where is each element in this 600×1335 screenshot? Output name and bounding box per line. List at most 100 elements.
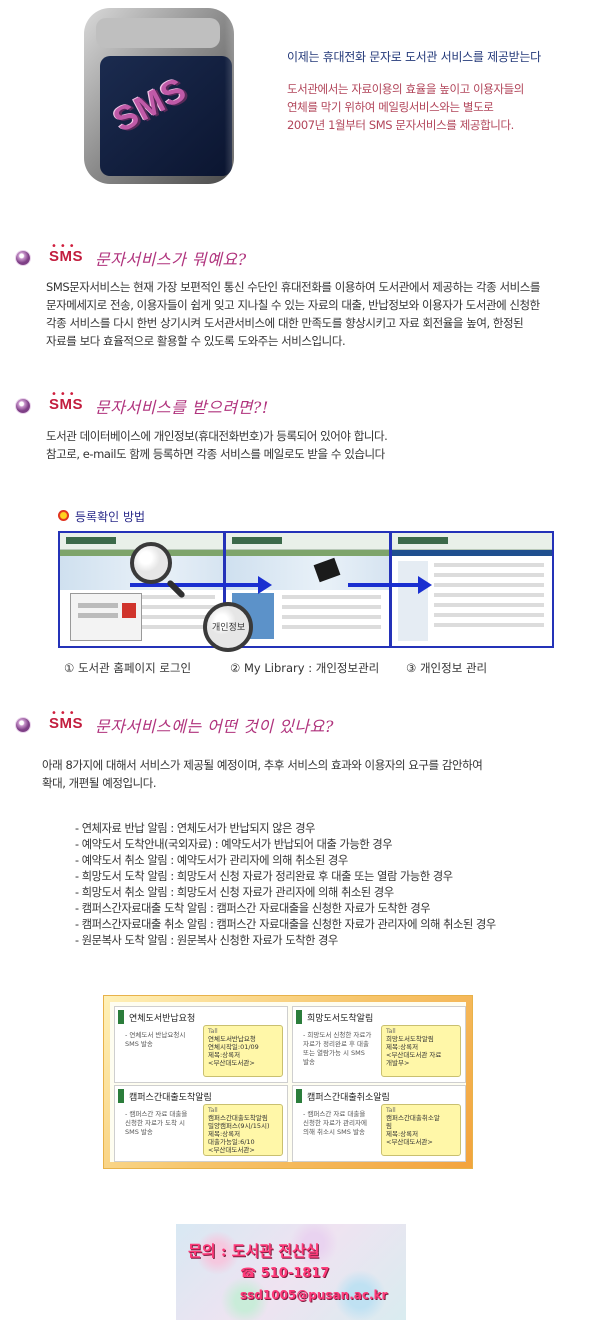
message-line: 연체시작일:01/09 — [208, 1043, 259, 1051]
notice-card: 연체도서반납요청 - 연체도서 반납요청시 SMS 발송 Tall 연체도서반납… — [114, 1006, 288, 1083]
message-line: 개발부> — [386, 1059, 410, 1067]
step-caption: ② My Library : 개인정보관리 — [230, 661, 380, 675]
step-caption: ③ 개인정보 관리 — [406, 661, 488, 675]
sms-dots-icon: ••• — [51, 241, 78, 252]
signal-icon: Tall — [208, 1107, 218, 1114]
arrow-line — [130, 583, 260, 587]
phone-message-screen: Tall 캠퍼스간대출취소알 림 제목:상록저 <부산대도서관> — [381, 1104, 461, 1156]
section-heading-text: 문자서비스에는 어떤 것이 있나요? — [95, 717, 334, 736]
list-item: - 희망도서 도착 알림 : 희망도서 신청 자료가 정리완료 후 대출 또는 … — [75, 870, 453, 883]
section-heading-what: ••• SMS 문자서비스가 뭐예요? — [16, 241, 416, 274]
bullet-icon — [16, 399, 30, 413]
message-line: 대출가능일:6/10 — [208, 1138, 255, 1146]
list-item: - 캠퍼스간자료대출 도착 알림 : 캠퍼스간 자료대출을 신청한 자료가 도착… — [75, 902, 431, 915]
list-item: - 연체자료 반납 알림 : 연체도서가 반납되지 않은 경우 — [75, 822, 315, 835]
bullet-icon — [16, 251, 30, 265]
hero-title: 이제는 휴대전화 문자로 도서관 서비스를 제공받는다 — [287, 50, 541, 64]
message-line: 캠퍼스간대출취소알 — [386, 1114, 440, 1122]
card-desc-line: - 캠퍼스간 자료 대출을 — [303, 1110, 366, 1118]
message-line: 제목:상록저 — [386, 1043, 419, 1051]
section2-paragraph: 도서관 데이터베이스에 개인정보(휴대전화번호)가 등록되어 있어야 합니다. … — [46, 427, 591, 463]
sms-dots-icon: ••• — [51, 708, 78, 719]
phone-message-screen: Tall 희망도서도착알림 제목:상록저 <부산대도서관 자료 개발부> — [381, 1025, 461, 1077]
signal-icon: Tall — [386, 1028, 396, 1035]
list-item: - 원문복사 도착 알림 : 원문복사 신청한 자료가 도착한 경우 — [75, 934, 338, 947]
step-caption: ① 도서관 홈페이지 로그인 — [64, 661, 192, 675]
paragraph-line: 자료를 보다 효율적으로 활용할 수 있도록 도와주는 서비스입니다. — [46, 334, 346, 348]
list-item: - 예약도서 취소 알림 : 예약도서가 관리자에 의해 취소된 경우 — [75, 854, 348, 867]
card-title: 캠퍼스간대출취소알림 — [307, 1093, 390, 1103]
arrow-right-icon — [258, 576, 272, 594]
card-desc-line: - 캠퍼스간 자료 대출을 — [125, 1110, 188, 1118]
message-line: 제목:상록저 — [208, 1130, 241, 1138]
contact-box: 문의 : 도서관 전산실 ☎ 510-1817 ssd1005@pusan.ac… — [176, 1224, 406, 1320]
notice-card: 캠퍼스간대출취소알림 - 캠퍼스간 자료 대출을 신청한 자료가 관리자에 의해… — [292, 1085, 466, 1162]
magnifier-icon — [203, 602, 253, 652]
card-desc-line: 의해 취소시 SMS 발송 — [303, 1128, 365, 1136]
sms-example-panel: 연체도서반납요청 - 연체도서 반납요청시 SMS 발송 Tall 연체도서반납… — [104, 996, 472, 1168]
paragraph-line: SMS문자서비스는 현재 가장 보편적인 통신 수단인 휴대전화를 이용하여 도… — [46, 280, 541, 294]
signal-icon: Tall — [208, 1028, 218, 1035]
list-item: - 캠퍼스간자료대출 취소 알림 : 캠퍼스간 자료대출을 신청한 자료가 관리… — [75, 918, 496, 931]
hero-body-line: 연체를 막기 위하여 메일링서비스와는 별도로 — [287, 100, 494, 114]
contact-phone: ☎ 510-1817 — [240, 1266, 330, 1281]
section3-paragraph: 아래 8가지에 대해서 서비스가 제공될 예정이며, 추후 서비스의 효과와 이… — [42, 756, 587, 792]
message-line: 제목:상록저 — [386, 1130, 419, 1138]
card-desc-line: SMS 발송 — [125, 1040, 153, 1048]
list-item: - 희망도서 취소 알림 : 희망도서 신청 자료가 관리자에 의해 취소된 경… — [75, 886, 394, 899]
flower-bullet-icon — [58, 510, 69, 521]
card-desc-line: 또는 열람가능 시 SMS — [303, 1049, 365, 1057]
paragraph-line: 참고로, e-mail도 함께 등록하면 각종 서비스를 메일로도 받을 수 있… — [46, 447, 385, 461]
section-heading-text: 문자서비스를 받으려면?! — [95, 398, 269, 417]
sms-dots-icon: ••• — [51, 389, 78, 400]
message-line: <부산대도서관> — [208, 1059, 255, 1067]
sms-label: SMS — [49, 396, 84, 413]
signal-icon: Tall — [386, 1107, 396, 1114]
hero-phone-image: SMS — [82, 6, 272, 186]
message-line: 밀양캠퍼스(9시/15시) — [208, 1122, 270, 1130]
card-desc-line: 발송 — [303, 1058, 315, 1066]
list-item: - 예약도서 도착안내(국외자료) : 예약도서가 반납되어 대출 가능한 경우 — [75, 838, 393, 851]
phone-message-screen: Tall 연체도서반납요청 연체시작일:01/09 제목:상록저 <부산대도서관… — [203, 1025, 283, 1077]
paragraph-line: 문자메세지로 전송, 이용자들이 쉽게 잊고 지나칠 수 있는 자료의 대출, … — [46, 298, 540, 312]
magnifier-icon — [130, 542, 172, 584]
message-line: 제목:상록저 — [208, 1051, 241, 1059]
paragraph-line: 각종 서비스를 다시 한번 상기시켜 도서관서비스에 대한 만족도를 향상시키고… — [46, 316, 524, 330]
section-heading-text: 문자서비스가 뭐예요? — [95, 250, 247, 269]
message-line: <부산대도서관> — [386, 1138, 433, 1146]
screenshot-personal-info — [390, 531, 554, 648]
section-heading-types: ••• SMS 문자서비스에는 어떤 것이 있나요? — [16, 708, 416, 741]
message-line: <부산대도서관> — [208, 1146, 255, 1154]
card-desc-line: 신청한 자료가 도착 시 — [125, 1119, 186, 1127]
phone-message-screen: Tall 캠퍼스간대출도착알림 밀양캠퍼스(9시/15시) 제목:상록저 대출가… — [203, 1104, 283, 1156]
magnifier-label: 개인정보 — [212, 623, 246, 633]
card-title: 연체도서반납요청 — [129, 1014, 196, 1024]
notice-card: 캠퍼스간대출도착알림 - 캠퍼스간 자료 대출을 신청한 자료가 도착 시 SM… — [114, 1085, 288, 1162]
card-desc: - 캠퍼스간 자료 대출을 신청한 자료가 도착 시 SMS 발송 — [125, 1110, 195, 1137]
sms-label: SMS — [49, 715, 84, 732]
card-title: 캠퍼스간대출도착알림 — [129, 1093, 212, 1103]
section1-paragraph: SMS문자서비스는 현재 가장 보편적인 통신 수단인 휴대전화를 이용하여 도… — [46, 278, 591, 350]
hero-body-line: 2007년 1월부터 SMS 문자서비스를 제공합니다. — [287, 118, 514, 132]
card-desc-line: - 희망도서 신청한 자료가 — [303, 1031, 372, 1039]
card-desc: - 희망도서 신청한 자료가 자료가 정리완료 후 대출 또는 열람가능 시 S… — [303, 1031, 373, 1067]
bullet-icon — [16, 718, 30, 732]
registration-title-text: 등록확인 방법 — [75, 510, 146, 524]
message-line: 캠퍼스간대출도착알림 — [208, 1114, 268, 1122]
card-desc-line: 신청한 자료가 관리자에 — [303, 1119, 367, 1127]
sms-label: SMS — [49, 248, 84, 265]
hero-body: 도서관에서는 자료이용의 효율을 높이고 이용자들의 연체를 막기 위하여 메일… — [287, 80, 587, 134]
contact-title: 문의 : 도서관 전산실 — [188, 1242, 320, 1260]
message-line: 림 — [386, 1122, 392, 1130]
hero-body-line: 도서관에서는 자료이용의 효율을 높이고 이용자들의 — [287, 82, 524, 96]
arrow-right-icon — [418, 576, 432, 594]
message-line: 연체도서반납요청 — [208, 1035, 256, 1043]
card-title: 희망도서도착알림 — [307, 1014, 374, 1024]
section-heading-how: ••• SMS 문자서비스를 받으려면?! — [16, 389, 416, 422]
card-desc-line: 자료가 정리완료 후 대출 — [303, 1040, 369, 1048]
paragraph-line: 확대, 개편될 예정입니다. — [42, 776, 157, 790]
contact-email[interactable]: ssd1005@pusan.ac.kr — [240, 1288, 388, 1302]
card-desc: - 캠퍼스간 자료 대출을 신청한 자료가 관리자에 의해 취소시 SMS 발송 — [303, 1110, 373, 1137]
paragraph-line: 도서관 데이터베이스에 개인정보(휴대전화번호)가 등록되어 있어야 합니다. — [46, 429, 388, 443]
paragraph-line: 아래 8가지에 대해서 서비스가 제공될 예정이며, 추후 서비스의 효과와 이… — [42, 758, 483, 772]
